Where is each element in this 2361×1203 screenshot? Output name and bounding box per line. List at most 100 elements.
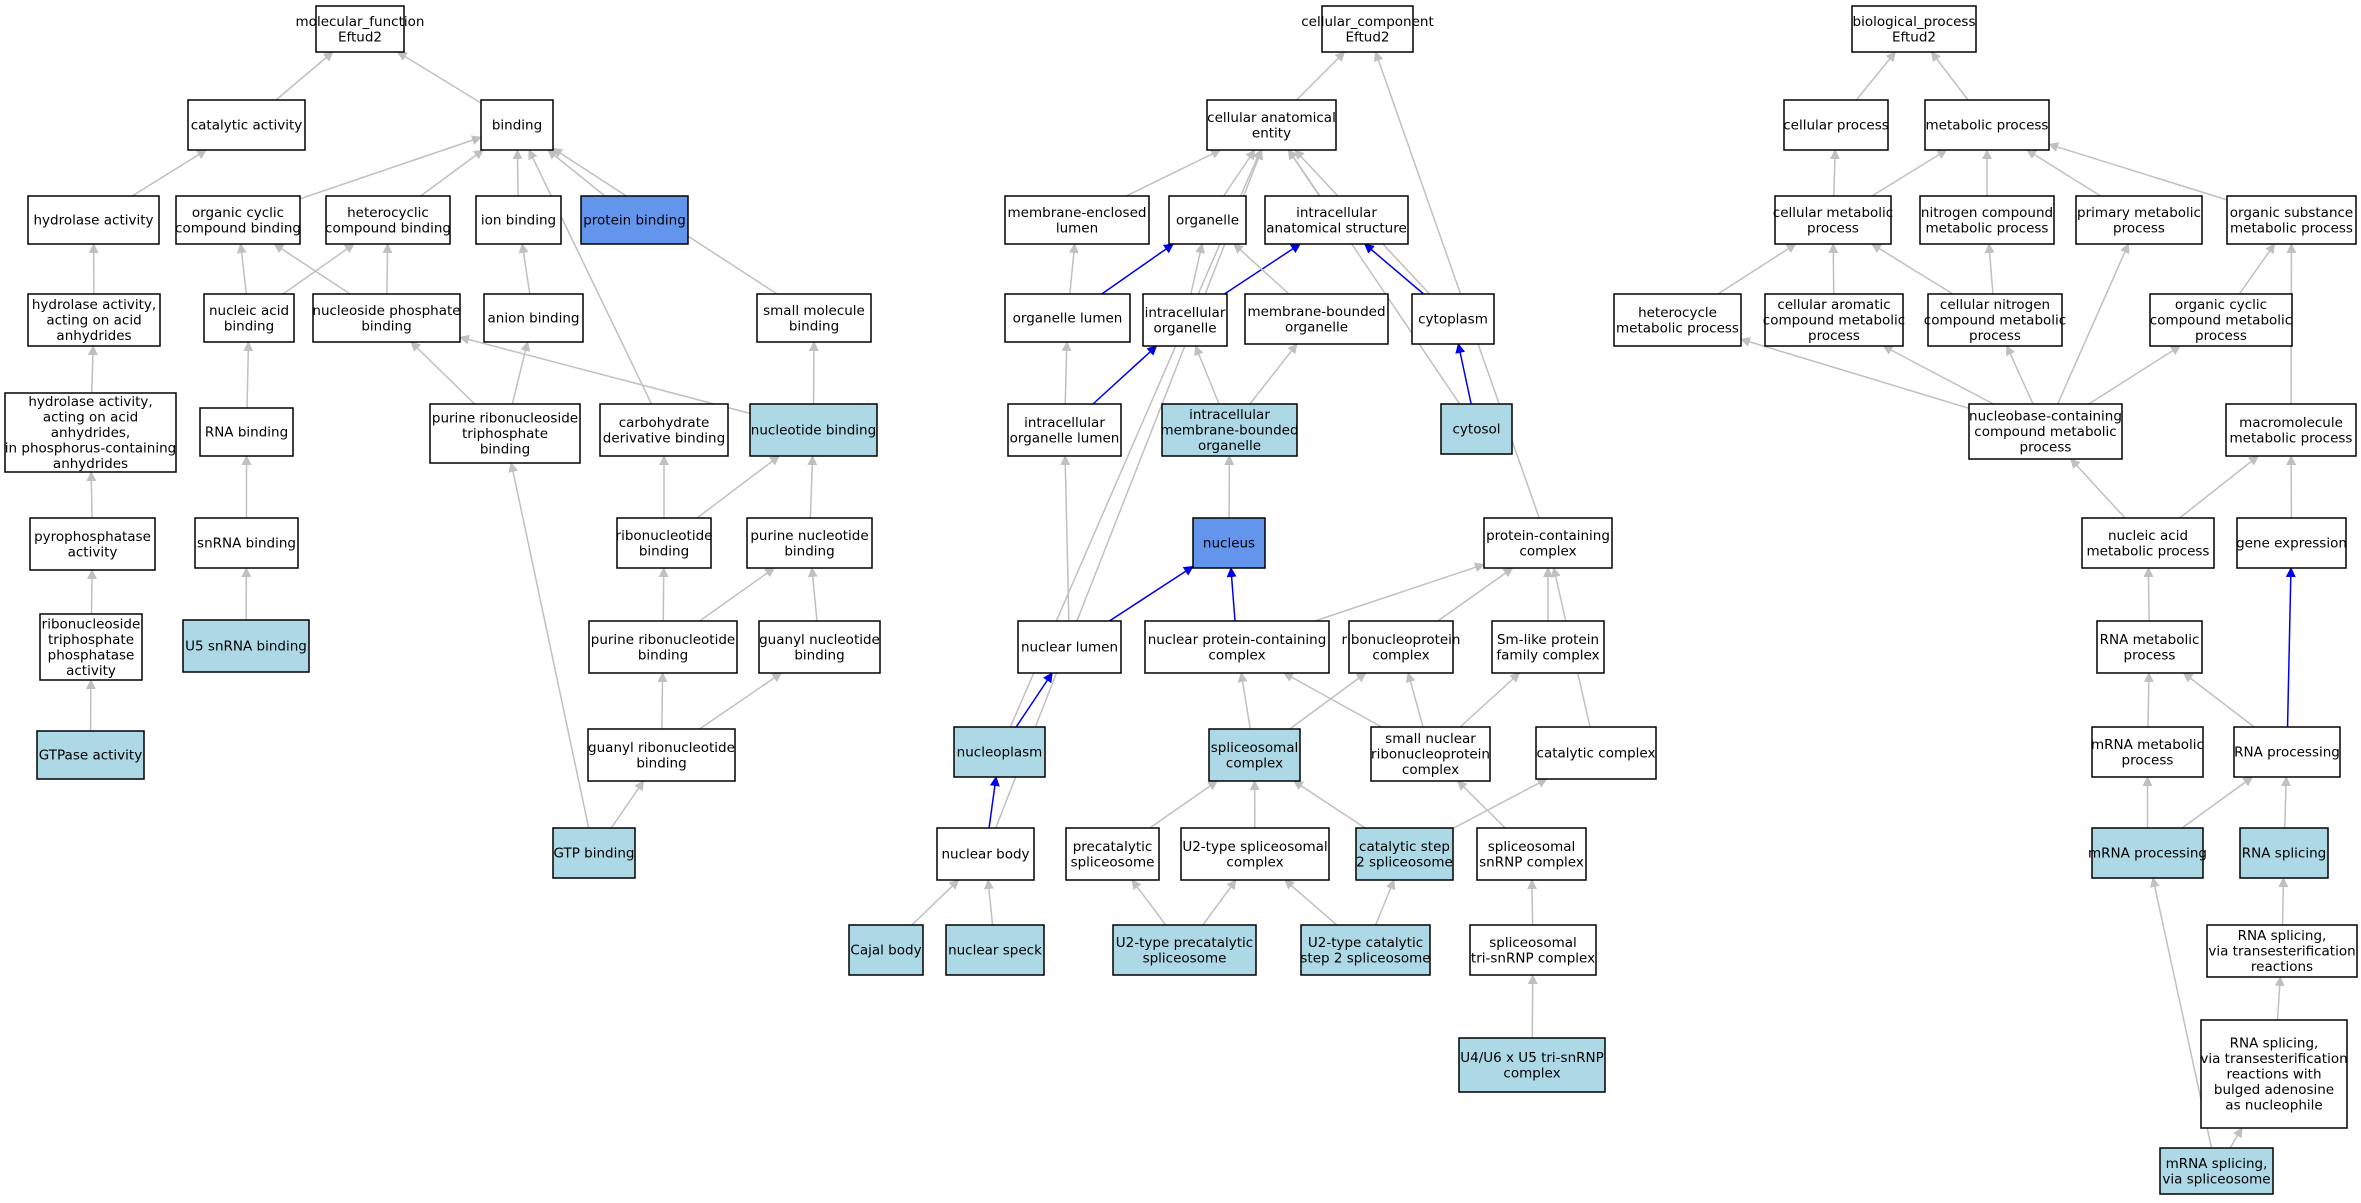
- term-label-line: RNA splicing,: [2230, 1036, 2319, 1052]
- is-a-edge-cdb-to-bind: [528, 149, 653, 405]
- term-label-line: binding: [492, 118, 542, 134]
- is-a-edge-imbo-to-io: [1194, 345, 1220, 405]
- term-box: [175, 195, 301, 245]
- is-a-edge-hcmp-to-cmp: [1717, 243, 1797, 295]
- term-node-nbody: nuclear body: [936, 827, 1035, 881]
- term-box: [29, 517, 156, 571]
- term-label-line: membrane-bounded: [1247, 304, 1385, 320]
- term-node-ge: gene expression: [2236, 517, 2347, 569]
- term-label-line: compound metabolic: [1974, 424, 2116, 440]
- term-label-line: membrane-bounded: [1160, 423, 1298, 439]
- is-a-edge-hydphos-to-hydacid: [87, 345, 98, 394]
- term-box: [39, 613, 143, 681]
- term-label-line: compound binding: [325, 220, 451, 236]
- term-box: [1355, 827, 1454, 881]
- is-a-edge-nlumen-to-iol: [1060, 455, 1071, 622]
- term-label-line: binding: [789, 318, 839, 334]
- term-box: [1968, 403, 2123, 460]
- term-label-line: as nucleophile: [2225, 1098, 2322, 1114]
- term-box: [27, 293, 161, 347]
- is-a-edge-nbcmp-to-cncmp: [2005, 345, 2034, 405]
- term-node-mp: metabolic process: [1924, 99, 2050, 151]
- term-box: [1924, 99, 2050, 151]
- term-label-line: organelle: [1285, 319, 1348, 335]
- term-node-cyto: cytoplasm: [1411, 293, 1495, 345]
- term-label-line: complex: [1226, 755, 1283, 771]
- term-label-line: metabolic process: [2230, 220, 2353, 236]
- term-label-line: nucleoplasm: [957, 745, 1043, 761]
- is-a-edge-prntb-to-pntb: [699, 567, 776, 622]
- term-box: [1144, 620, 1330, 674]
- term-label-line: metabolic process: [1616, 320, 1739, 336]
- term-label-line: acting on acid: [43, 410, 138, 426]
- term-label-line: metabolic process: [1926, 220, 2049, 236]
- term-node-rnaspl: RNA splicing: [2239, 827, 2329, 879]
- term-label-line: spliceosomal: [1488, 839, 1576, 855]
- term-node-hydacid: hydrolase activity,acting on acidanhydri…: [27, 293, 161, 347]
- term-box: [758, 620, 881, 674]
- term-label-line: mRNA splicing,: [2166, 1156, 2268, 1172]
- term-box: [1851, 5, 1977, 53]
- term-label-line: purine nucleotide: [750, 528, 868, 544]
- term-label-line: via spliceosome: [2162, 1171, 2270, 1187]
- term-box: [2075, 195, 2203, 245]
- term-box: [1476, 827, 1587, 881]
- term-label-line: cellular nitrogen: [1940, 297, 2050, 313]
- term-label-line: RNA metabolic: [2100, 632, 2200, 648]
- term-node-cajal: Cajal body: [848, 924, 924, 976]
- term-label-line: protein binding: [583, 213, 686, 229]
- is-a-edge-npb-to-hccb: [382, 243, 393, 295]
- is-a-edge-ol-to-org: [1101, 243, 1175, 295]
- term-label-line: catalytic activity: [191, 118, 303, 134]
- term-label-line: cellular_component: [1301, 14, 1433, 30]
- term-node-anb: anion binding: [483, 293, 584, 343]
- term-node-snrnab: snRNA binding: [194, 517, 299, 569]
- term-label-line: mRNA processing: [2088, 846, 2207, 862]
- term-label-line: intracellular: [1024, 415, 1105, 431]
- term-label-line: nucleus: [1203, 536, 1255, 552]
- term-label-line: 2 spliceosome: [1356, 854, 1453, 870]
- is-a-edge-occb-to-bind: [299, 135, 482, 200]
- term-box: [1168, 195, 1247, 245]
- term-label-line: RNA binding: [205, 425, 288, 441]
- term-label-line: Eftud2: [338, 29, 382, 45]
- is-a-edge-nbody-to-nplasm: [988, 776, 1000, 829]
- term-box: [1348, 620, 1454, 674]
- term-label-line: spliceosomal: [1489, 935, 1577, 951]
- term-box: [616, 517, 712, 569]
- term-label-line: via transesterification: [2208, 944, 2355, 960]
- term-label-line: binding: [361, 318, 411, 334]
- term-box: [1065, 827, 1160, 881]
- is-a-edge-snrnp-to-rnpc: [1405, 672, 1424, 728]
- is-a-edge-npb-to-occb: [273, 243, 351, 295]
- term-label-line: small nuclear: [1385, 731, 1476, 747]
- term-box: [2091, 827, 2204, 879]
- term-box: [749, 403, 878, 457]
- term-node-rnaspltr: RNA splicing,via transesterificationreac…: [2206, 924, 2358, 978]
- is-a-edge-rnpc-to-pcc: [1437, 567, 1514, 622]
- is-a-edge-prtb-to-npb: [410, 341, 476, 405]
- is-a-edge-ol-to-mel: [1068, 243, 1079, 295]
- term-node-rnab: RNA binding: [199, 407, 294, 457]
- is-a-edge-gtpb-to-prtb: [508, 462, 590, 829]
- term-node-u5b: U5 snRNA binding: [182, 619, 310, 673]
- term-box: [2225, 403, 2357, 457]
- edges-layer: [85, 51, 2297, 1149]
- is-a-edge-mel-to-cae: [1125, 149, 1222, 197]
- term-label-line: process: [2195, 328, 2247, 344]
